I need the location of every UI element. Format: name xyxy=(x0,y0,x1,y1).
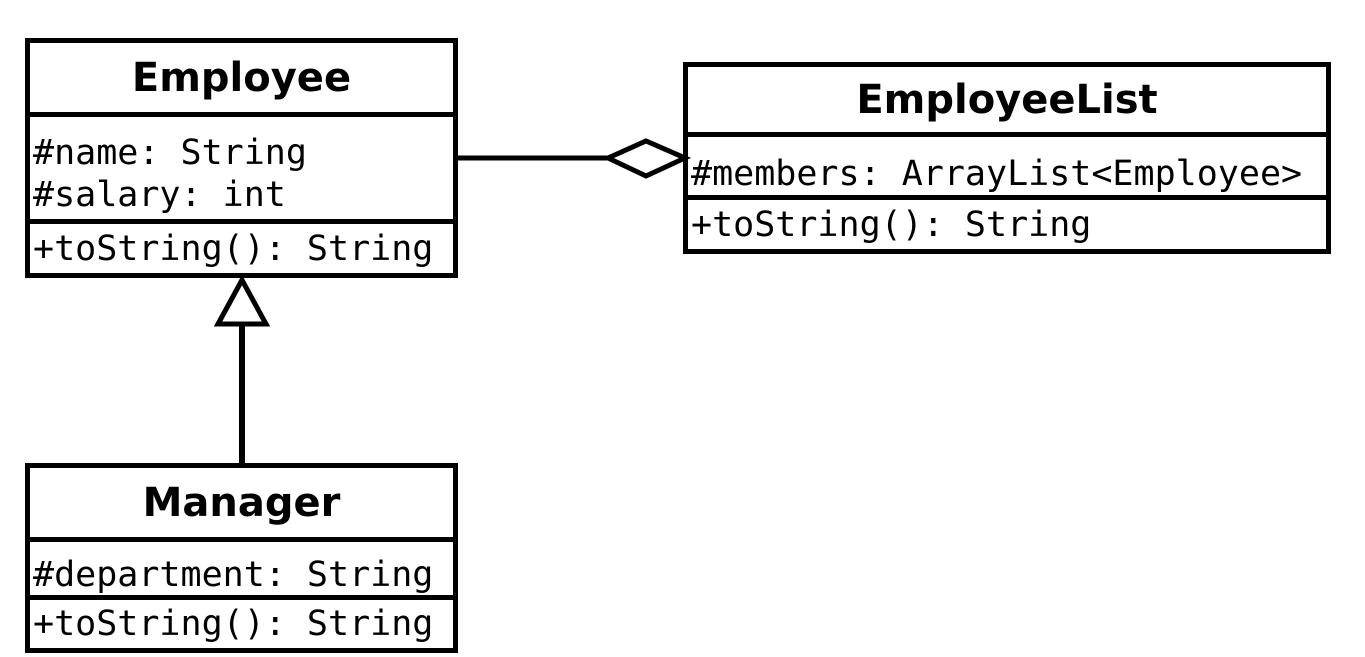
method-tostring: +toString(): String xyxy=(33,604,434,644)
attribute-salary: #salary: int xyxy=(33,175,286,215)
class-box-employeelist: EmployeeList #members: ArrayList<Employe… xyxy=(683,62,1331,254)
attribute-members: #members: ArrayList<Employee> xyxy=(691,154,1303,194)
inheritance-connector-manager-employee xyxy=(213,274,271,463)
attributes-compartment-manager: #department: String xyxy=(30,537,453,595)
class-box-employee: Employee #name: String #salary: int +toS… xyxy=(25,38,458,278)
class-name-employeelist: EmployeeList xyxy=(856,76,1158,123)
attribute-department: #department: String xyxy=(33,555,434,595)
aggregation-connector-employee-employeelist xyxy=(455,138,692,179)
class-name-manager: Manager xyxy=(142,479,341,526)
attributes-compartment-employeelist: #members: ArrayList<Employee> xyxy=(688,132,1326,195)
aggregation-diamond-icon xyxy=(602,138,692,179)
methods-compartment-employee: +toString(): String xyxy=(30,219,453,273)
inheritance-triangle-icon xyxy=(213,274,271,327)
method-tostring: +toString(): String xyxy=(691,204,1092,245)
attribute-name: #name: String xyxy=(33,133,307,173)
class-name-employee: Employee xyxy=(131,54,352,101)
class-box-manager: Manager #department: String +toString():… xyxy=(25,463,458,653)
method-tostring: +toString(): String xyxy=(33,228,434,269)
methods-compartment-manager: +toString(): String xyxy=(30,595,453,648)
methods-compartment-employeelist: +toString(): String xyxy=(688,195,1326,249)
attributes-compartment-employee: #name: String #salary: int xyxy=(30,112,453,219)
